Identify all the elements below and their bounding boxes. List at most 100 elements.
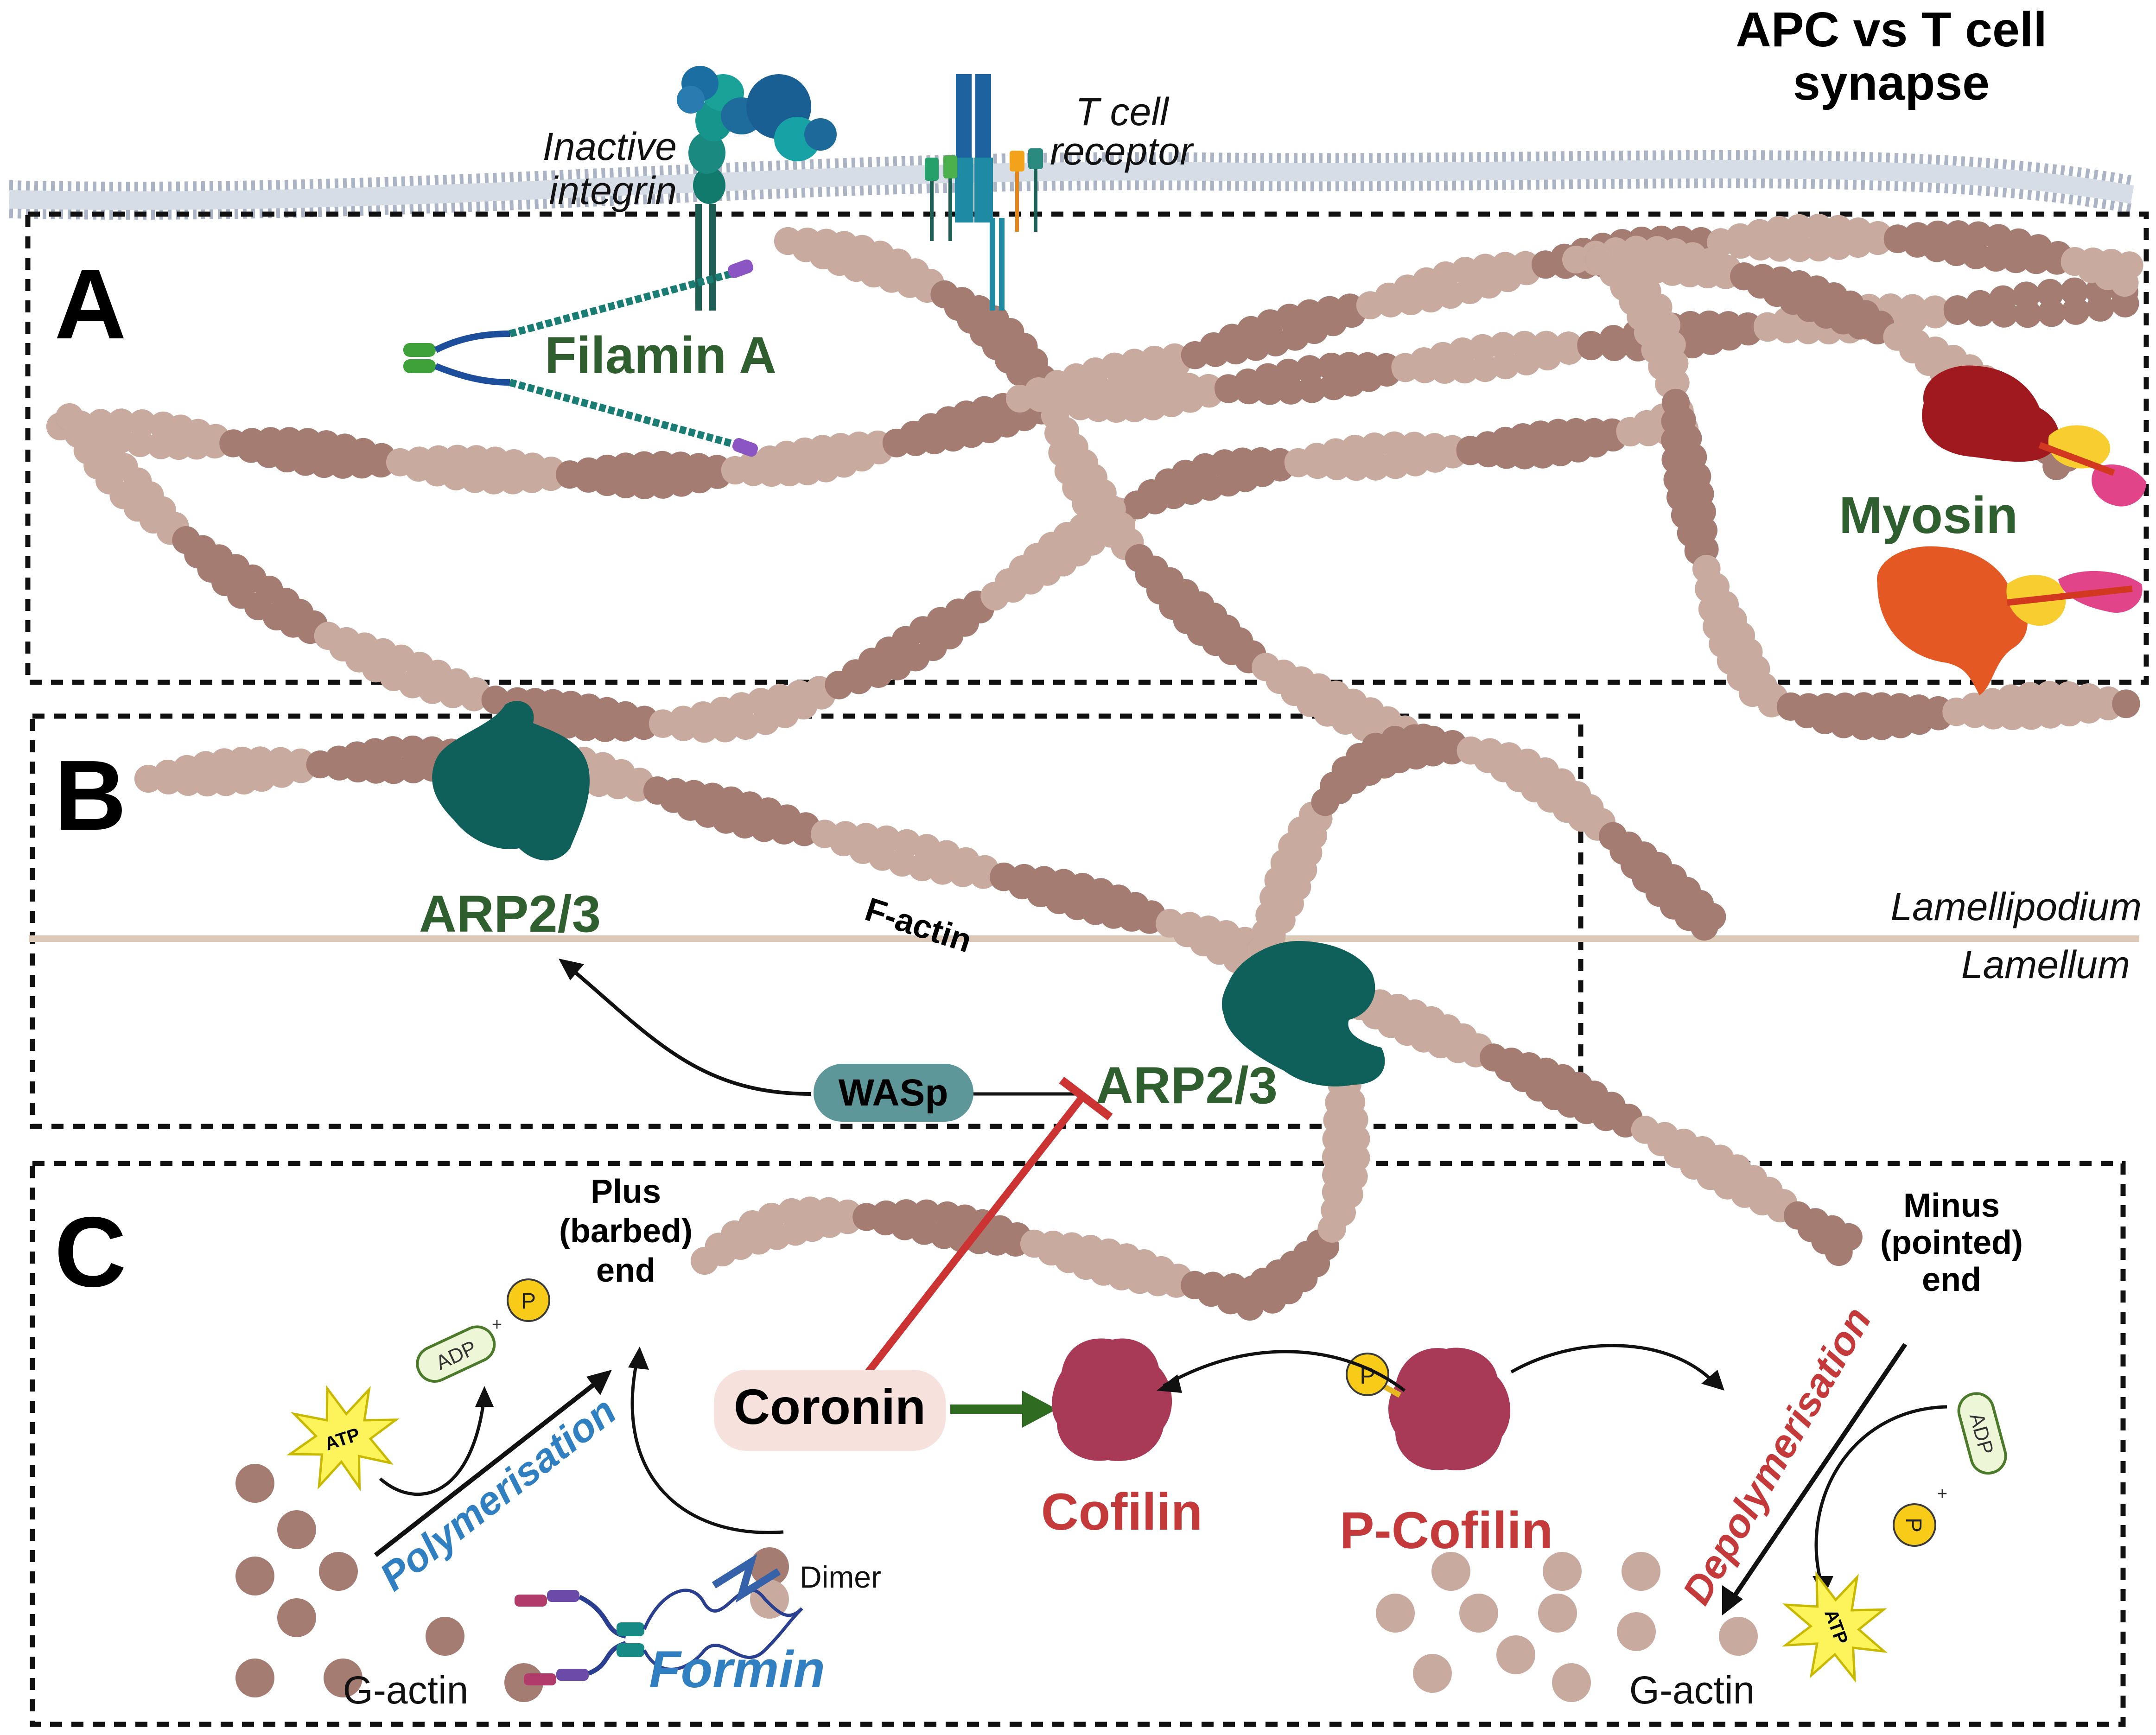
actin-subunit [2115, 251, 2143, 280]
plus-end-label-2: (barbed) [559, 1213, 693, 1250]
phosphate-right-label: P [1901, 1518, 1926, 1532]
actin-subunit [126, 429, 154, 458]
phosphate-left-label: P [521, 1289, 536, 1314]
atp-hydrolysis-head-left [475, 1386, 494, 1407]
g-actin-label-left: G-actin [343, 1668, 469, 1712]
actin-subunit [1161, 343, 1189, 371]
actin-subunit [1361, 432, 1389, 460]
actin-subunit [1255, 377, 1284, 405]
actin-subunit [1510, 330, 1539, 359]
arp23-complex-right [1221, 941, 1385, 1087]
actin-subunit [480, 466, 508, 495]
actin-subunit [1511, 251, 1539, 279]
dimer-to-plus-end-arrow [630, 1358, 784, 1534]
cofilin-protein [1052, 1338, 1172, 1461]
g-actin-label-right: G-actin [1629, 1668, 1755, 1712]
lamellum-label: Lamellum [1961, 943, 2130, 986]
actin-subunit [1825, 1238, 1853, 1266]
g-actin-monomer-polymerising [324, 1659, 363, 1697]
actin-subunit [1661, 369, 1690, 397]
actin-subunit [770, 816, 798, 845]
actin-subunit [2086, 293, 2114, 322]
filamin-a-label: Filamin A [545, 326, 776, 384]
phosphate-left-icon [507, 1278, 550, 1322]
g-actin-monomer-polymerising [235, 1659, 274, 1697]
actin-subunit [1140, 345, 1169, 374]
g-actin-monomer-depolymerising [1496, 1635, 1535, 1674]
pcofilin-to-cofilin-head [1157, 1374, 1182, 1393]
g-actin-monomer-depolymerising [1719, 1617, 1758, 1656]
actin-subunit [790, 818, 819, 846]
wasp-label: WASp [839, 1072, 948, 1114]
polymerisation-arrowhead [586, 1370, 612, 1395]
actin-subunit [1898, 294, 1927, 322]
panel-a-label: A [54, 248, 126, 360]
p-cofilin-protein [1378, 1347, 1511, 1470]
minus-end-label-3: end [1922, 1261, 1981, 1298]
actin-subunit [1532, 330, 1560, 359]
g-actin-monomer-polymerising [319, 1552, 358, 1591]
coronin-label: Coronin [734, 1379, 926, 1435]
g-actin-monomer-polymerising [750, 1580, 789, 1619]
actin-subunit [1342, 1144, 1370, 1172]
actin-subunit [2002, 245, 2030, 273]
formin-protein [515, 1554, 803, 1685]
actin-subunit [1471, 354, 1499, 382]
actin-subunit [1944, 297, 1972, 325]
figure-title-line1: APC vs T cell [1736, 2, 2047, 57]
actin-subunit [852, 823, 880, 851]
actin-subunit [1554, 331, 1583, 360]
actin-subunit [1805, 214, 1833, 242]
g-actin-monomer-polymerising [426, 1617, 464, 1656]
actin-subunit [1298, 375, 1326, 403]
panel-c-box [30, 1161, 2126, 1727]
actin-subunit [1380, 431, 1408, 459]
actin-subunit [2037, 299, 2066, 327]
depolymerisation-label: Depolymerisation [1674, 1300, 1880, 1612]
g-actin-monomer-depolymerising [1543, 1552, 1582, 1591]
coronin-arrowhead [1022, 1391, 1057, 1428]
actin-subunit [399, 735, 427, 763]
panel-a-box [25, 211, 2149, 685]
actin-subunit [379, 736, 407, 764]
actin-subunit [2035, 680, 2063, 709]
plus-end-label-1: Plus [591, 1173, 661, 1210]
actin-subunit [1400, 432, 1428, 460]
actin-subunit [1471, 254, 1499, 282]
actin-subunit [1277, 376, 1305, 405]
depolymerisation-arrow [1727, 1343, 1908, 1605]
g-actin-monomer-polymerising [235, 1557, 274, 1595]
plus-sign-right: + [1937, 1484, 1947, 1504]
actin-subunit [591, 714, 619, 742]
tcr-label-2: receptor [1050, 129, 1194, 173]
actin-subunit [1600, 333, 1628, 361]
pcofilin-to-depoly-head [1701, 1370, 1724, 1391]
arp23-label-right: ARP2/3 [1096, 1056, 1278, 1114]
inactive-integrin [677, 66, 837, 311]
wasp-to-arp23-arrow [564, 962, 812, 1096]
minus-end-label-1: Minus [1903, 1187, 2000, 1224]
formin-label: Formin [649, 1640, 825, 1698]
actin-subunit [1966, 299, 1995, 327]
inactive-integrin-label-1: Inactive [543, 125, 677, 168]
panel-b-label: B [54, 739, 126, 851]
g-actin-monomer-depolymerising [1431, 1552, 1470, 1591]
g-actin-monomer-depolymerising [1622, 1552, 1660, 1591]
actin-subunit [2014, 300, 2042, 328]
g-actin-monomer-polymerising [750, 1547, 789, 1586]
actin-subunit [1990, 299, 2018, 328]
coronin-pill [714, 1370, 946, 1451]
g-actin-monomers [235, 1464, 1758, 1702]
actin-subunit [1296, 355, 1324, 383]
pcofilin-to-cofilin-arrow [1163, 1350, 1406, 1392]
coronin-inhibition-bar [1059, 1076, 1113, 1121]
p-cofilin-label: P-Cofilin [1340, 1501, 1553, 1559]
figure-title-line2: synapse [1793, 56, 1990, 110]
adp-pill-right [1957, 1392, 2007, 1475]
actin-subunit [2112, 690, 2140, 718]
lamellipodium-label: Lamellipodium [1890, 885, 2142, 928]
g-actin-monomer-depolymerising [1617, 1612, 1656, 1651]
dimer-to-plus-end-head [628, 1347, 649, 1370]
actin-subunit [107, 408, 135, 437]
actin-subunit [2036, 279, 2064, 307]
